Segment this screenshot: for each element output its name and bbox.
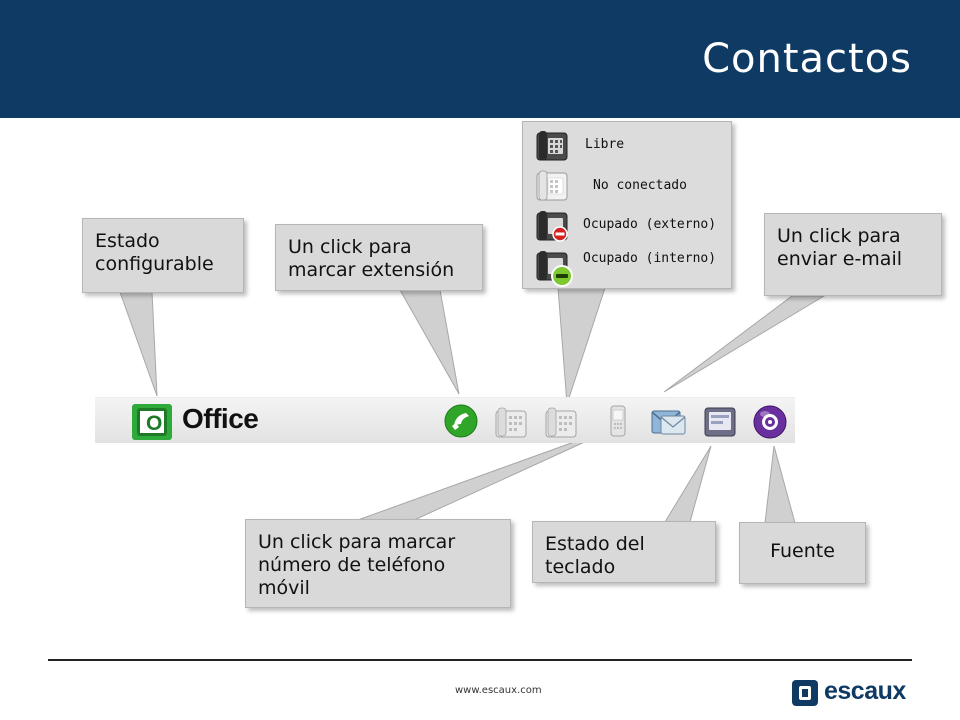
- callout-text-line: teclado: [545, 556, 616, 578]
- pointer-email: [663, 295, 826, 393]
- legend-label: No conectado: [593, 178, 687, 193]
- callout-text-line: Un click para: [288, 236, 412, 258]
- pointer-extension: [399, 289, 460, 395]
- legend-item-libre: Libre: [523, 124, 733, 164]
- footer-divider: [48, 659, 912, 661]
- callout-text-line: Estado del: [545, 533, 645, 555]
- footer-url[interactable]: www.escaux.com: [455, 685, 542, 696]
- phone-busy-red-icon: [536, 211, 568, 242]
- page-title: Contactos: [702, 36, 912, 82]
- callout-estado-configurable: Estado configurable: [82, 218, 244, 293]
- phone-dark-icon: [536, 131, 568, 161]
- pointer-legend: [557, 287, 606, 405]
- callout-text-line: enviar e-mail: [777, 248, 903, 270]
- pointer-teclado: [664, 445, 712, 523]
- pointer-fuente: [764, 445, 796, 524]
- escaux-logo-mark: [792, 680, 818, 706]
- callout-text-line: configurable: [95, 253, 214, 275]
- callout-text-line: Fuente: [770, 540, 835, 562]
- contact-toolbar: O Office: [95, 397, 795, 443]
- legend-label: Ocupado (externo): [583, 217, 717, 232]
- legend-item-no-conectado: No conectado: [523, 164, 733, 204]
- status-label[interactable]: Office: [182, 403, 259, 434]
- callout-fuente: Fuente: [739, 522, 866, 584]
- status-indicator[interactable]: O: [132, 404, 172, 440]
- phone-busy-green-icon: [536, 251, 573, 287]
- status-indicator-frame: O: [137, 408, 167, 436]
- legend-item-ocupado-interno: Ocupado (interno): [523, 244, 733, 287]
- escaux-logo-text: escaux: [824, 677, 906, 705]
- callout-estado-teclado: Estado del teclado: [532, 521, 716, 583]
- keyboard-icon[interactable]: [701, 402, 739, 440]
- source-icon[interactable]: [751, 402, 789, 440]
- phone-light-icon: [536, 170, 568, 201]
- callout-click-extension: Un click para marcar extensión: [275, 224, 483, 291]
- callout-text-line: Estado: [95, 230, 160, 252]
- mobile-phone-icon[interactable]: [600, 402, 638, 440]
- callout-text-line: Un click para marcar: [258, 531, 456, 553]
- callout-click-email: Un click para enviar e-mail: [764, 213, 942, 296]
- call-icon[interactable]: [442, 402, 480, 440]
- desk-phone-icon[interactable]: [542, 402, 580, 440]
- legend-label: Libre: [585, 137, 625, 152]
- escaux-logo-mark-inner: [799, 686, 811, 700]
- callout-click-movil: Un click para marcar número de teléfono …: [245, 519, 511, 608]
- legend-item-ocupado-externo: Ocupado (externo): [523, 204, 733, 244]
- callout-text-line: móvil: [258, 577, 310, 599]
- callout-text-line: Un click para: [777, 225, 901, 247]
- callout-text-line: número de teléfono: [258, 554, 446, 576]
- status-letter: O: [146, 412, 163, 435]
- email-icon[interactable]: [649, 402, 687, 440]
- desk-phone-icon[interactable]: [492, 402, 530, 440]
- legend-label: Ocupado (interno): [583, 251, 717, 266]
- escaux-logo: escaux: [792, 677, 937, 710]
- header-bar: Contactos: [0, 0, 960, 118]
- callout-text-line: marcar extensión: [288, 259, 455, 281]
- pointer-estado: [119, 291, 158, 397]
- phone-status-legend: Libre No conectado Ocupado (externo) Ocu…: [522, 121, 732, 289]
